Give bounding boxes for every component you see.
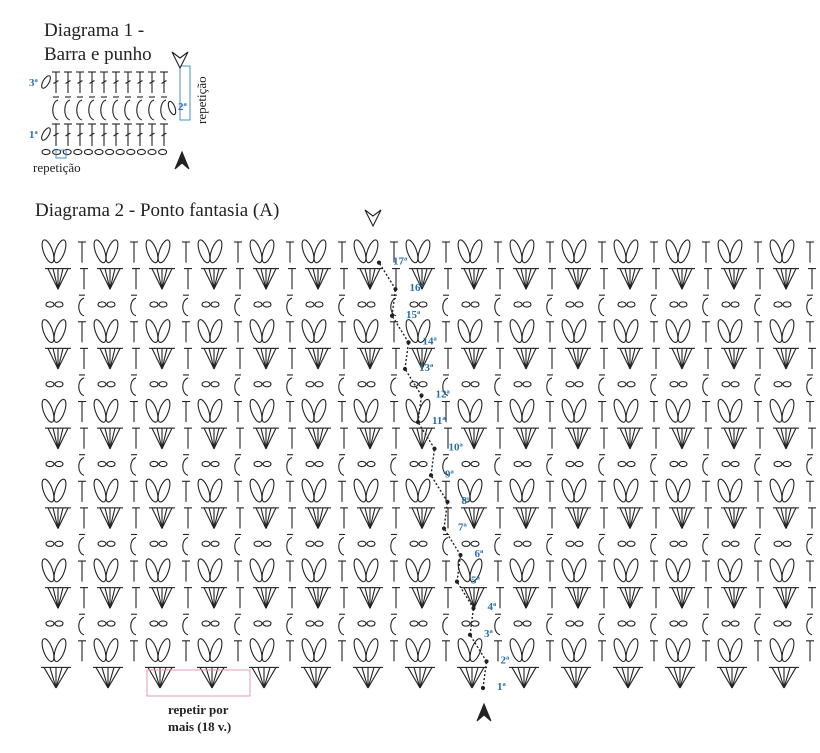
- diagram1-title-line1: Diagrama 1 -: [44, 20, 145, 41]
- diagram2-row: [45, 613, 813, 636]
- diagram2-row-label: 7ª: [458, 521, 468, 533]
- diagram2-row: [41, 478, 814, 503]
- diagram2-chart: 17ª 16ª 15ª 14ª 13ª 12ª 11ª 10ª 9ª 8ª 7ª 6ª 5ª 4ª 3ª 2ª…: [41, 239, 816, 734]
- diagram1-side-label: repetição: [194, 76, 209, 124]
- diagram2-row: [45, 268, 816, 290]
- diagram2-row: [45, 533, 813, 556]
- start-arrow-icon: [476, 702, 492, 722]
- diagram2-row-label: 10ª: [449, 442, 464, 454]
- diagram2-row: [45, 374, 813, 397]
- diagram2-row: [41, 638, 814, 663]
- diagram2-row-label: 12ª: [436, 389, 451, 401]
- diagram2-row-label: 11ª: [432, 415, 446, 427]
- diagram2-row-label: 6ª: [475, 548, 485, 560]
- diagram2-row: [41, 319, 814, 343]
- diagram2-row-label: 16ª: [410, 282, 425, 294]
- diagram2-row-label: 3ª: [484, 628, 494, 640]
- repeat-box: [146, 669, 251, 697]
- diagram1-bottom-label: repetição: [33, 160, 81, 175]
- diagram2-row: [41, 398, 814, 423]
- diagram2-row: [45, 347, 816, 370]
- diagram1-row-label: 3ª: [29, 77, 39, 89]
- start-arrow-icon: [174, 150, 190, 170]
- diagram2-row-label: 15ª: [406, 309, 421, 321]
- diagram2-row-label: 4ª: [488, 601, 498, 613]
- diagram2-row: [45, 587, 816, 609]
- diagram2-row-label: 8ª: [462, 495, 472, 507]
- diagram1-row-label: 1ª: [29, 129, 39, 141]
- diagram1-title-line2: Barra e punho: [44, 44, 152, 65]
- repeat-caption-line1: repetir por: [168, 702, 229, 717]
- diagram2-row: [45, 294, 813, 317]
- repeat-caption-line2: mais (18 v.): [168, 719, 231, 734]
- diagram2-row-label: 5ª: [471, 575, 481, 587]
- end-arrow-icon: [364, 209, 382, 228]
- diagram1-row-label: 2ª: [178, 101, 188, 113]
- diagram2-row-label: 14ª: [423, 335, 438, 347]
- diagram2-row-label: 13ª: [419, 362, 434, 374]
- end-arrow-icon: [171, 51, 189, 70]
- diagram2-row: [41, 666, 799, 689]
- diagram2-row-label: 17ª: [393, 256, 408, 268]
- turning-chain-path: [376, 260, 489, 691]
- diagram2-row-label: 9ª: [445, 468, 455, 480]
- diagram2-row: [41, 558, 814, 583]
- diagram2-title: Diagrama 2 - Ponto fantasia (A): [35, 200, 280, 221]
- diagram1-chart: 3ª 2ª 1ª repetição repetição: [29, 65, 209, 175]
- diagram2-row: [45, 507, 816, 529]
- diagram2-row: [45, 454, 813, 476]
- diagram2-row-label: 2ª: [501, 654, 511, 666]
- diagram2-row: [45, 427, 816, 449]
- diagram2-row-label: 1ª: [497, 681, 507, 693]
- diagram2-row: [41, 239, 814, 264]
